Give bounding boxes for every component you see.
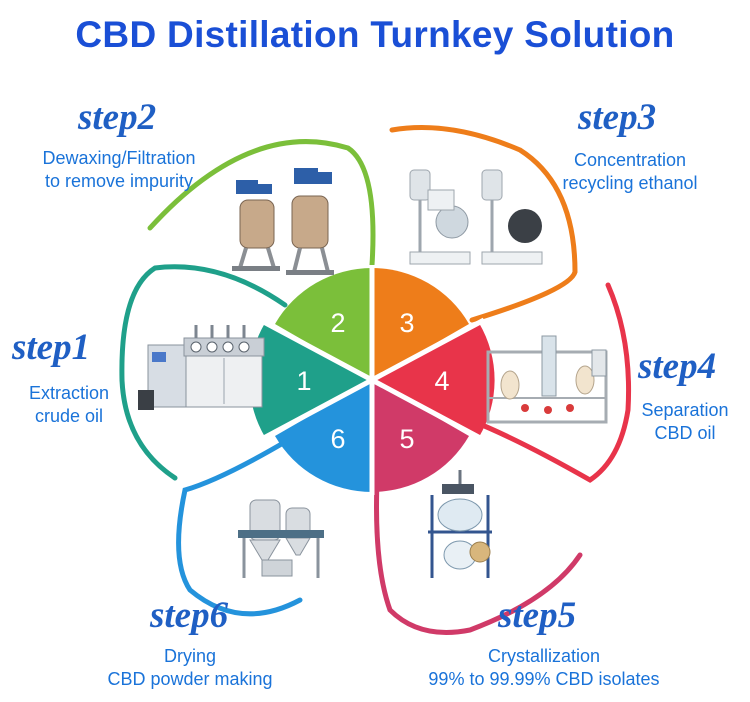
step-6-line-2: CBD powder making [107,669,273,689]
step-3-word: step [578,97,638,138]
wheel-segment-5 [372,380,469,492]
step-3-line-1: Concentration [573,150,687,170]
wheel-segment-3 [372,268,469,380]
step-6-label: step6 [150,594,228,637]
step-1-line-2: crude oil [34,406,104,426]
step-4-line-1: Separation [641,400,729,420]
extraction-machine-icon [138,325,265,410]
segment-number-2: 2 [330,308,345,338]
step-2-line-2: to remove impurity [44,171,194,191]
reactor-tanks-icon [232,168,334,275]
petal-arc-1 [119,264,288,481]
glass-reactor-icon [428,470,492,578]
step-3-label: step3 [578,96,656,139]
step-5-word: step [498,595,558,636]
step-6-line-1: Drying [163,646,216,666]
step-1-number: 1 [71,327,91,368]
step-6-word: step [150,595,210,636]
short-path-distillation-icon [486,335,608,424]
step-2-line-1: Dewaxing/Filtration [42,148,196,168]
step-1-word: step [12,327,72,368]
segment-number-3: 3 [399,308,414,338]
segment-number-5: 5 [399,424,414,454]
wheel-segment-6 [275,380,372,492]
petal-arc-4 [467,282,632,483]
step-1-description: Extraction crude oil [8,382,130,428]
step-4-number: 4 [697,346,717,387]
step-5-number: 5 [557,595,577,636]
step-6-number: 6 [209,595,229,636]
step-2-description: Dewaxing/Filtration to remove impurity [10,147,228,193]
petal-arc-6 [176,439,303,617]
step-5-line-2: 99% to 99.99% CBD isolates [428,669,660,689]
step-6-description: Drying CBD powder making [76,645,304,691]
rotary-evaporator-icon [409,169,543,265]
petal-arc-3 [389,125,578,323]
wheel-segment-4 [372,323,495,437]
segment-number-4: 4 [434,366,449,396]
step-2-label: step2 [78,96,156,139]
segment-number-1: 1 [296,366,311,396]
step-3-number: 3 [637,97,657,138]
step-4-label: step4 [638,345,716,388]
step-1-line-1: Extraction [28,383,110,403]
spray-dryer-icon [238,499,324,578]
wheel-segment-1 [249,323,372,437]
petal-arc-2 [147,139,376,268]
step-5-line-1: Crystallization [487,646,601,666]
step-2-number: 2 [137,97,157,138]
step-2-word: step [78,97,138,138]
petal-arc-5 [374,457,583,635]
step-5-label: step5 [498,594,576,637]
segment-number-6: 6 [330,424,345,454]
page-title: CBD Distillation Turnkey Solution [75,14,675,55]
step-4-description: Separation CBD oil [626,399,744,445]
step-1-label: step1 [12,326,90,369]
wheel-segment-2 [275,268,372,380]
step-3-description: Concentration recycling ethanol [530,149,730,195]
step-4-word: step [638,346,698,387]
step-4-line-2: CBD oil [654,423,716,443]
step-5-description: Crystallization 99% to 99.99% CBD isolat… [388,645,700,691]
step-3-line-2: recycling ethanol [562,173,698,193]
